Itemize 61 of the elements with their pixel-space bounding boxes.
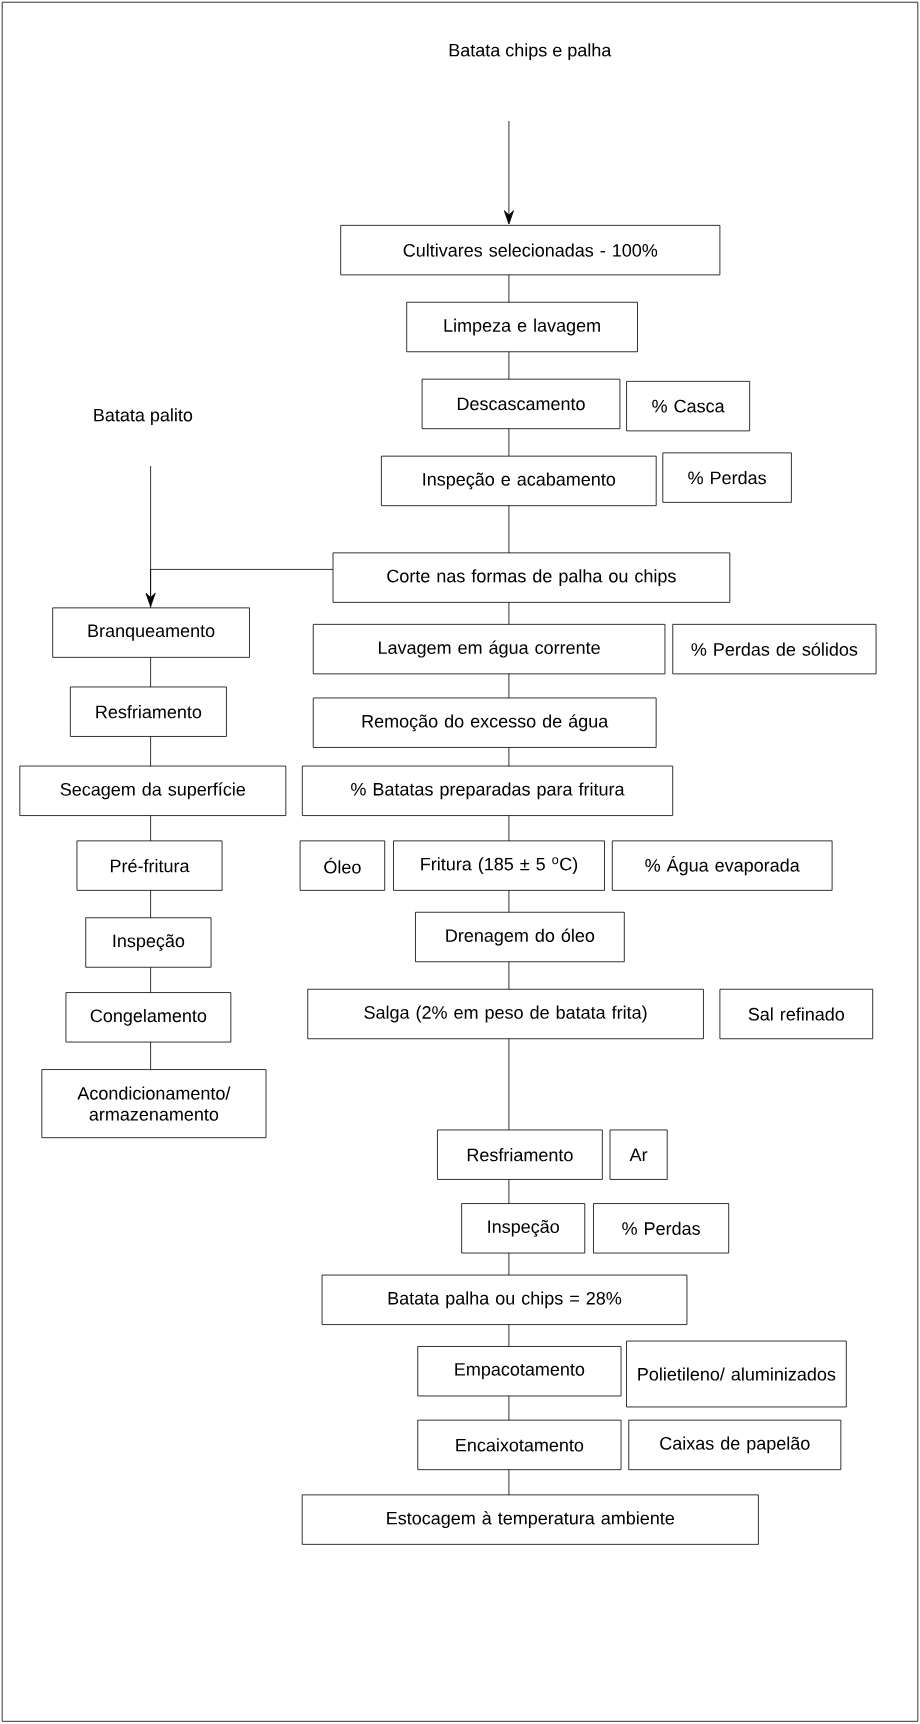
connector-line — [508, 961, 510, 990]
process-box: Remoção do excesso de água — [312, 697, 657, 748]
process-box: Inspeção e acabamento — [381, 455, 657, 507]
input-label: Batata chips e palha — [449, 43, 612, 61]
connector-line — [150, 815, 151, 842]
connector-line — [508, 1395, 510, 1421]
connector-line — [508, 1324, 510, 1347]
connector-line — [508, 351, 510, 380]
connector-line — [508, 1252, 510, 1276]
process-box: Limpeza e lavagem — [406, 301, 638, 353]
process-box: Drenagem do óleo — [415, 911, 625, 963]
connector-line — [150, 736, 151, 767]
process-box: Corte nas formas de palha ou chips — [332, 552, 731, 603]
process-box: % Água evaporada — [611, 840, 833, 891]
connector-line — [508, 505, 510, 554]
connector-line — [150, 569, 334, 609]
connector-line — [150, 656, 151, 688]
connector-line — [508, 889, 510, 913]
connector-line — [508, 428, 510, 457]
process-box: Congelamento — [65, 992, 232, 1043]
connector-line — [508, 673, 510, 699]
connector-line — [508, 1469, 510, 1496]
process-box: Descascamento — [421, 378, 621, 430]
process-box: % Perdas — [593, 1203, 730, 1254]
process-box: Resfriamento — [437, 1129, 603, 1180]
process-box: Fritura (185 ± 5 $^{o}$C) — [393, 840, 605, 891]
process-box: Salga (2% em peso de batata frita) — [307, 988, 704, 1040]
process-box: Cultivares selecionadas - 100% — [340, 224, 721, 276]
connector-line — [508, 815, 510, 842]
input-label: Batata palito — [94, 408, 193, 425]
connector-line — [508, 747, 510, 767]
connector-line — [508, 601, 510, 625]
process-box: Polietileno/ aluminizados — [626, 1340, 847, 1408]
process-box: Sal refinado — [719, 988, 874, 1040]
process-box: Ar — [609, 1129, 668, 1180]
connector-line — [150, 966, 151, 993]
arrow — [145, 465, 156, 607]
process-box: % Casca — [626, 380, 751, 432]
process-box: Caixas de papelão — [628, 1419, 842, 1471]
process-box: Acondicionamento/ armazenamento — [41, 1069, 267, 1139]
process-box: Branqueamento — [52, 607, 250, 658]
process-box: Empacotamento — [417, 1346, 622, 1397]
process-box: % Perdas — [662, 452, 792, 503]
connector-line — [508, 1038, 510, 1131]
process-box: Encaixotamento — [417, 1419, 622, 1471]
process-box: Inspeção — [85, 917, 212, 968]
process-box: Batata palha ou chips = 28% — [321, 1274, 688, 1325]
connector-line — [150, 889, 151, 919]
process-box: Secagem da superfície — [19, 765, 287, 816]
process-box: Pré-fritura — [76, 840, 223, 891]
process-box: Estocagem à temperatura ambiente — [301, 1494, 759, 1545]
process-box: % Perdas de sólidos — [672, 623, 877, 675]
connector-line — [508, 274, 510, 303]
process-box: Inspeção — [461, 1203, 586, 1254]
process-box: % Batatas preparadas para fritura — [301, 765, 674, 816]
process-box: Óleo — [299, 840, 386, 891]
connector-line — [150, 1041, 151, 1070]
arrow — [503, 120, 514, 225]
process-box: Lavagem em água corrente — [312, 623, 666, 675]
connector-line — [508, 1179, 510, 1204]
process-box: Resfriamento — [69, 686, 227, 737]
